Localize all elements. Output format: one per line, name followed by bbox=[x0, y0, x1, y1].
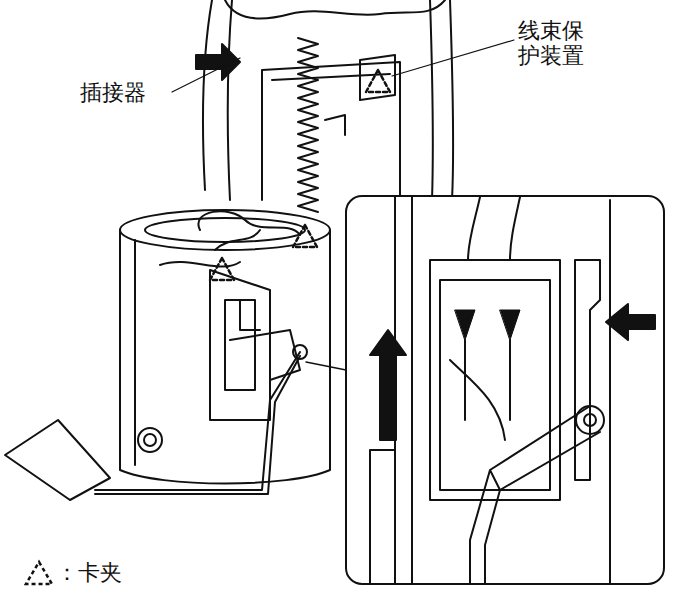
inset-pivot-inner bbox=[584, 414, 596, 426]
hook bbox=[325, 115, 345, 135]
cylinder-port bbox=[138, 428, 162, 452]
inset-pivot bbox=[576, 406, 604, 434]
up-arrow bbox=[370, 330, 406, 440]
inset-arm bbox=[470, 406, 600, 583]
sender-body bbox=[210, 270, 270, 420]
leader-line bbox=[392, 40, 514, 76]
frame bbox=[262, 62, 400, 200]
legend-text: ：卡夹 bbox=[56, 558, 122, 588]
tube-right bbox=[450, 0, 453, 200]
tube-right-inner bbox=[430, 0, 433, 200]
float-arm-edge bbox=[95, 356, 300, 494]
cylinder-line bbox=[134, 240, 136, 465]
inset-wires bbox=[468, 197, 520, 260]
inset-tube bbox=[395, 197, 412, 583]
leader-line bbox=[172, 58, 240, 92]
cylinder-rim bbox=[145, 218, 305, 242]
part-label: 插接器 bbox=[80, 80, 146, 105]
part-label: 线束保 护装置 bbox=[518, 18, 593, 69]
inset-pins bbox=[455, 310, 520, 340]
direction-arrow bbox=[196, 44, 240, 80]
clip-symbol bbox=[22, 558, 56, 588]
cylinder-port-inner bbox=[144, 434, 156, 446]
wires bbox=[160, 211, 300, 266]
inset-latch bbox=[575, 260, 600, 480]
tube-left bbox=[203, 0, 212, 190]
inset-wall bbox=[609, 200, 611, 583]
inset-panel bbox=[346, 196, 664, 584]
legend-entry: ：卡夹 bbox=[22, 558, 122, 588]
inset-leader bbox=[306, 362, 346, 370]
tube-left-inner bbox=[228, 0, 232, 200]
push-arrow bbox=[606, 304, 655, 340]
float bbox=[5, 420, 110, 500]
cap-outline bbox=[225, 0, 445, 18]
spring bbox=[298, 38, 318, 212]
inset-terminals bbox=[450, 340, 510, 440]
inset-connector bbox=[430, 260, 560, 500]
harness-protector bbox=[360, 55, 395, 100]
inset-edge bbox=[370, 450, 395, 583]
